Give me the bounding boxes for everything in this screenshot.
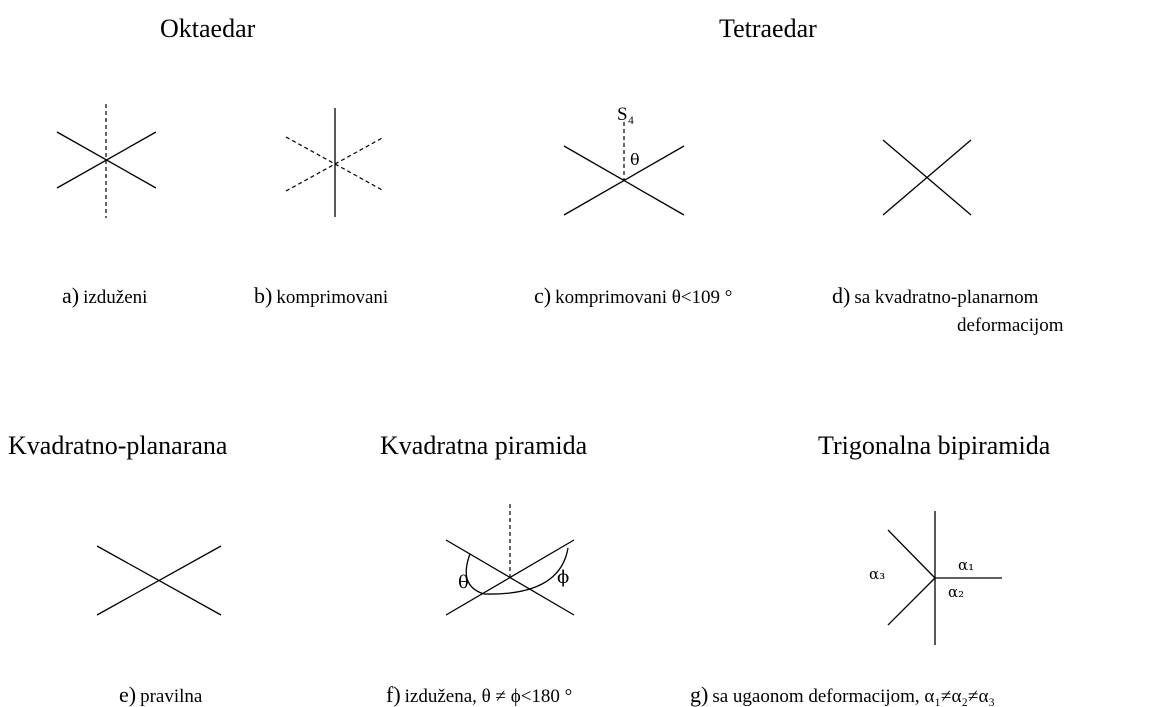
diagram-b-octahedron-compressed [285,108,385,217]
caption-a: a) izduženi [62,283,148,308]
diagram-e-square-planar [96,545,222,616]
phi-label-f: ϕ [557,567,570,588]
theta-label-f: θ [458,572,469,593]
diagram-f-square-pyramid [445,504,575,616]
caption-c-prefix: c) [534,283,552,308]
heading-kvadratno-planarana: Kvadratno-planarana [8,431,228,460]
caption-d: d) sa kvadratno-planarnom [832,283,1039,308]
theta-label-c: θ [630,150,640,169]
caption-f-prefix: f) [386,682,401,707]
alpha1-label: α₁ [958,556,975,574]
diagram-g-trigonal-bipyramid [887,511,1002,645]
caption-a-text: izduženi [83,287,148,308]
theta-arc [465,553,485,595]
caption-b-prefix: b) [254,283,273,308]
equatorial-line [887,529,936,579]
caption-b-text: komprimovani [276,287,389,308]
caption-g-text: sa ugaonom deformacijom, α₁≠α₂≠α₃ [712,686,996,707]
phi-arc [483,547,569,595]
heading-kvadratna-piramida: Kvadratna piramida [380,431,588,460]
caption-e-prefix: e) [119,682,137,707]
caption-d-text: sa kvadratno-planarnom [854,287,1039,308]
diagram-d-tetrahedron-distorted [882,139,972,216]
caption-d-prefix: d) [832,283,851,308]
heading-trigonalna-bipiramida: Trigonalna bipiramida [818,431,1051,460]
caption-b: b) komprimovani [254,283,389,308]
diagram-c-tetrahedron-compressed [563,122,685,216]
diagram-a-octahedron-elongated [56,104,157,218]
s4-label: S₄ [617,104,635,125]
caption-d-line2: deformacijom [957,315,1064,336]
heading-tetraedar: Tetraedar [719,14,817,43]
caption-a-prefix: a) [62,283,80,308]
heading-oktaedar: Oktaedar [160,14,256,43]
equatorial-line [887,577,936,626]
caption-f: f) izdužena, θ ≠ ϕ<180 ° [386,682,573,707]
alpha2-label: α₂ [948,583,965,601]
caption-f-text: izdužena, θ ≠ ϕ<180 ° [404,686,573,707]
caption-g-prefix: g) [690,682,709,707]
axis-line [96,545,222,616]
caption-e: e) pravilna [119,682,203,707]
caption-c-text: komprimovani θ<109 ° [555,287,733,308]
axis-dashed [285,136,385,192]
caption-c: c) komprimovani θ<109 ° [534,283,733,308]
caption-e-text: pravilna [140,686,203,707]
alpha3-label: α₃ [869,565,886,583]
axis-line [882,139,972,216]
axis-dashed [285,136,385,192]
caption-g: g) sa ugaonom deformacijom, α₁≠α₂≠α₃ [690,682,996,707]
